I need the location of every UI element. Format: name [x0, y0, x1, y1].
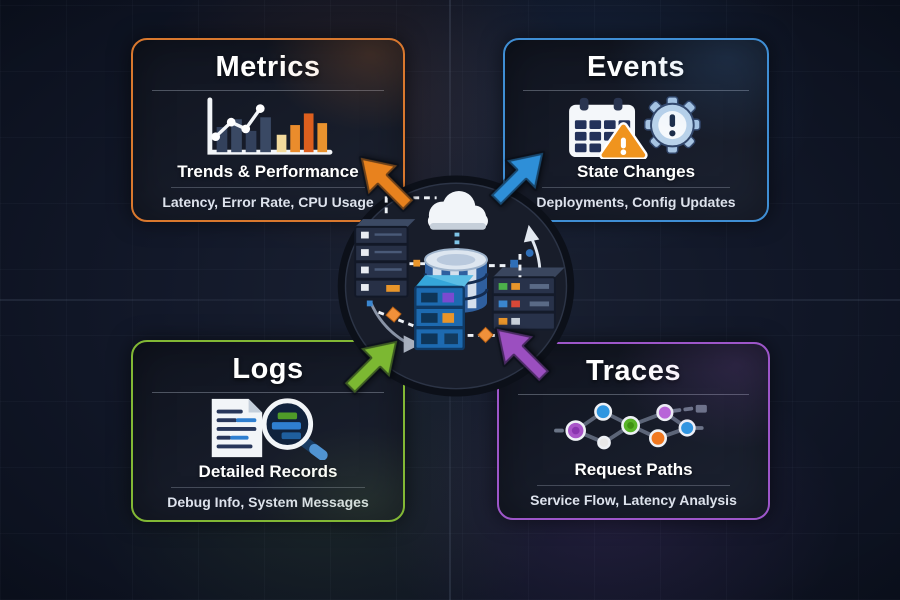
caption-divider	[536, 485, 731, 486]
logs-card-caption: Debug Info, System Messages	[167, 494, 369, 510]
events-card-subtitle: State Changes	[576, 162, 696, 181]
events-card-title: Events	[586, 51, 686, 83]
service-map-icon	[540, 397, 728, 460]
title-divider	[151, 89, 385, 91]
bar-line-chart-icon	[200, 93, 336, 162]
logs-card-title: Logs	[232, 353, 304, 385]
magnifier-icon	[261, 398, 328, 461]
document-magnifier-icon	[202, 395, 334, 462]
metrics-card-title: Metrics	[215, 51, 321, 83]
calendar-warning-gear-icon	[563, 93, 709, 162]
traces-card-subtitle: Request Paths	[574, 460, 693, 479]
traces-card-title: Traces	[586, 355, 681, 387]
title-divider	[523, 89, 749, 91]
gear-icon	[644, 96, 701, 155]
caption-divider	[170, 487, 366, 488]
logs-card-subtitle: Detailed Records	[198, 462, 338, 481]
document-icon	[211, 399, 263, 458]
traces-card-caption: Service Flow, Latency Analysis	[530, 492, 737, 508]
